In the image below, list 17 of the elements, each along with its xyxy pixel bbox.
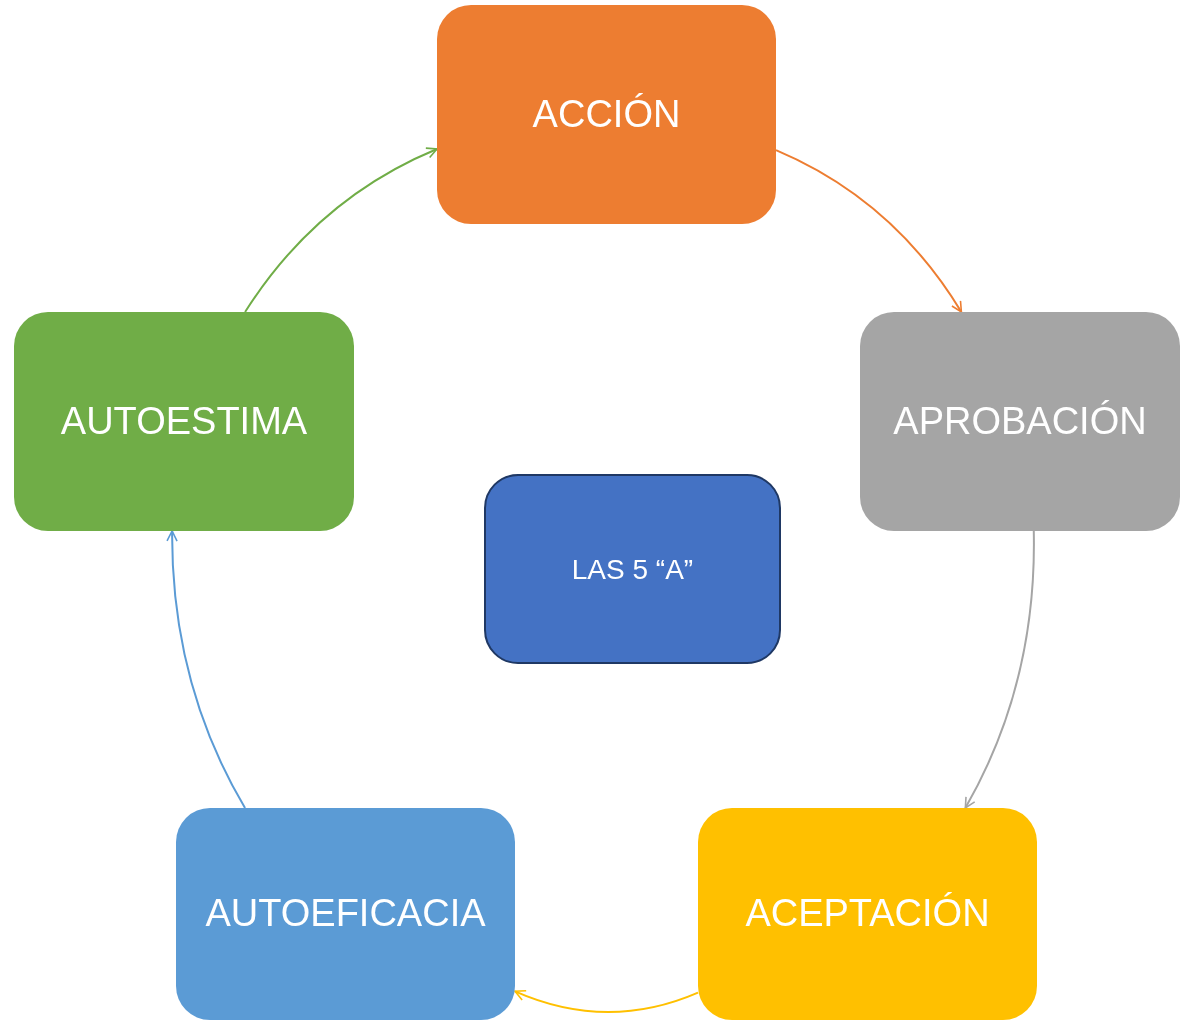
curved-arrow bbox=[514, 989, 699, 1013]
box-label: LAS 5 “A” bbox=[571, 552, 694, 587]
rounded-box bbox=[176, 808, 515, 1020]
rounded-box bbox=[484, 474, 781, 664]
box-label: APROBACIÓN bbox=[893, 398, 1147, 444]
curved-arrow bbox=[964, 530, 1035, 809]
curved-arrow bbox=[775, 149, 963, 313]
box-label: AUTOEFICACIA bbox=[205, 891, 486, 937]
box-label: ACEPTACIÓN bbox=[745, 891, 990, 937]
box-label: AUTOESTIMA bbox=[60, 398, 308, 444]
rounded-box bbox=[860, 312, 1180, 531]
rounded-box bbox=[437, 5, 776, 224]
rounded-box bbox=[698, 808, 1037, 1020]
box-label: ACCIÓN bbox=[532, 91, 681, 137]
curved-arrow bbox=[166, 530, 247, 809]
curved-arrow bbox=[244, 147, 438, 313]
rounded-box bbox=[14, 312, 354, 531]
